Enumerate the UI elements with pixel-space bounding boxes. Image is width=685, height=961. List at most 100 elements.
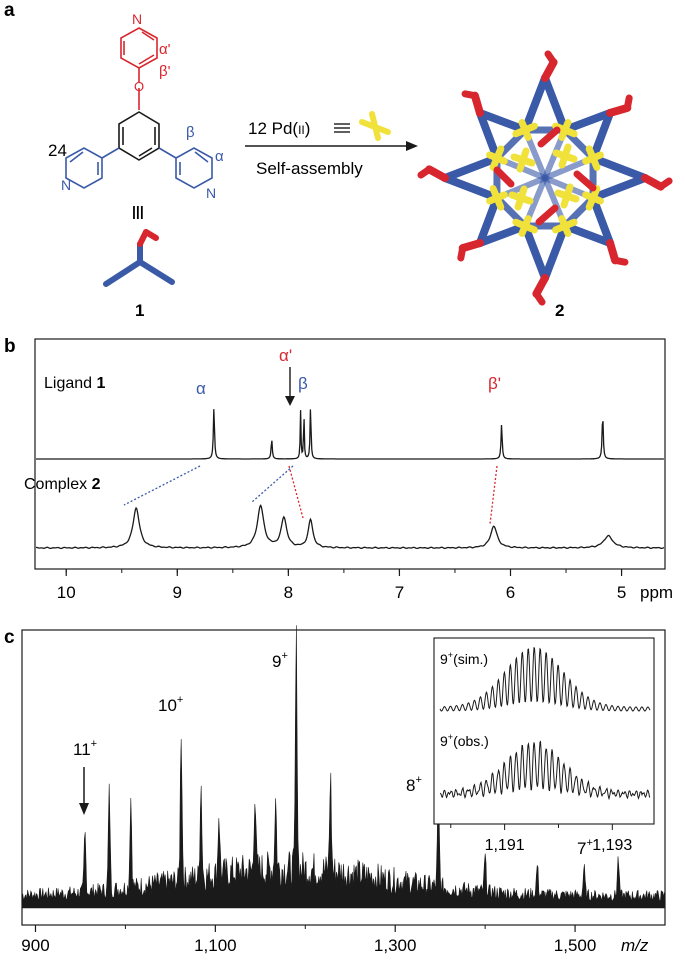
panel-c-label: c [4, 627, 15, 648]
cage-red-arm [493, 166, 515, 188]
ms-peak-label: 10+ [158, 694, 183, 715]
cage-pd-node [560, 183, 574, 209]
alpha-prime-correlation [288, 465, 304, 519]
cage-pd-node [516, 147, 530, 173]
nmr-trace-ligand [36, 409, 664, 460]
cage-pd-node [582, 151, 604, 165]
cage-blue-strut [475, 222, 530, 248]
alpha-prime-peak-label: α' [279, 346, 292, 365]
beta-correlation [251, 465, 294, 503]
inset-obs-label: 9+(obs.) [440, 732, 489, 749]
cage-blue-strut [475, 193, 501, 248]
cage-pd-node [558, 215, 572, 237]
central-benzene [118, 111, 160, 161]
11-plus-arrow-head [79, 803, 89, 815]
cage-blue-strut [560, 222, 615, 248]
process-label: Self-assembly [256, 159, 363, 178]
ms-x-tick-label: 900 [21, 936, 49, 955]
inset-simulated-trace [439, 646, 651, 712]
cage-pd-node [582, 191, 604, 205]
red-N-label: N [132, 11, 142, 27]
ms-peak-label: 7+ [577, 837, 593, 858]
cage-red-arm [417, 165, 433, 179]
alpha-prime-structure-label: α' [159, 41, 171, 58]
ms-spectrum-trace [21, 625, 666, 909]
trace-1-label: Ligand 1 [44, 375, 106, 392]
nmr-plot-frame [34, 338, 666, 570]
ms-x-tick-label: 1,500 [554, 936, 597, 955]
cage-blue-strut [589, 154, 649, 182]
beta-prime-structure-label: β' [159, 63, 171, 80]
cage-red-arm [537, 126, 561, 148]
alpha-correlation [123, 465, 201, 506]
left-N-label: N [61, 177, 71, 193]
ms-plot-frame [21, 629, 666, 926]
product-number: 2 [555, 301, 564, 320]
cage-red-arm [461, 90, 479, 100]
ligand-count: 24 [48, 141, 67, 160]
ms-peak-label: 8+ [406, 774, 422, 795]
trace-2-label: Complex 2 [24, 476, 101, 493]
cage-pd-node [486, 191, 508, 205]
cage-blue-strut [521, 74, 549, 134]
nmr-x-tick-label: 8 [284, 583, 293, 602]
cage-red-arm [611, 256, 629, 266]
ligand-stick-model [103, 229, 175, 287]
blue-pyridine-right [158, 147, 213, 189]
cage-pd-node [518, 215, 532, 237]
ms-peak-labels: 11+ 10+ 9+ 8+ 7+ [73, 650, 593, 858]
O-label: O [134, 79, 144, 94]
cage-blue-strut [560, 108, 615, 134]
cage-red-arm [573, 170, 597, 192]
cage-red-arm [623, 94, 633, 112]
pd-unit-icon [359, 111, 391, 141]
beta-peak-label: β [298, 374, 308, 393]
cage-blue-strut [589, 193, 615, 248]
cage-red-arm [657, 177, 673, 191]
panel-a-label: a [4, 0, 15, 21]
cage-blue-strut [441, 154, 501, 182]
inset-sim-label: 9+(sim.) [440, 650, 488, 667]
isotope-inset: 9+(sim.) 9+(obs.) 1,191 1,193 [433, 637, 655, 854]
nmr-correlation-lines [123, 465, 498, 525]
cage-blue-strut [441, 174, 501, 202]
cage-red-arm [535, 204, 559, 226]
blue-pyridine-left [65, 147, 120, 189]
beta-prime-correlation [489, 465, 498, 525]
cage-model [417, 50, 673, 306]
cage-blue-strut [475, 108, 530, 134]
ms-x-tick-label: 1,100 [194, 936, 237, 955]
cage-pd-node [486, 151, 508, 165]
nmr-x-tick-label: 10 [57, 583, 76, 602]
beta-prime-peak-label: β' [488, 374, 501, 393]
cage-pd-node [518, 119, 532, 141]
nmr-trace-complex [35, 504, 665, 550]
equivalence-mark: ||| [132, 203, 144, 219]
reaction-arrow-head [406, 141, 418, 151]
cage-blue-strut [541, 222, 569, 282]
nmr-x-tick-label: 7 [395, 583, 404, 602]
cage-blue-strut [521, 222, 549, 282]
ms-peak-label: 11+ [73, 738, 97, 759]
inset-x-axis: 1,191 1,193 [450, 824, 632, 854]
nmr-x-tick-label: 5 [617, 583, 626, 602]
alpha-prime-arrow-head [285, 396, 295, 406]
cage-pd-node [558, 119, 572, 141]
equivalence-lines [334, 123, 350, 133]
cage-blue-strut [589, 174, 649, 202]
inset-x-tick-label: 1,193 [592, 837, 632, 854]
inset-observed-trace [439, 740, 651, 801]
nmr-x-unit: ppm [640, 583, 673, 602]
right-N-label: N [206, 185, 216, 201]
ligand-1-structure [65, 27, 213, 189]
beta-structure-label: β [186, 124, 195, 141]
ms-peak-label: 9+ [272, 650, 288, 671]
nmr-x-tick-label: 9 [173, 583, 182, 602]
red-pyridine-ring [120, 27, 158, 110]
alpha-structure-label: α [215, 148, 224, 165]
cage-red-arm [544, 50, 558, 66]
inset-x-tick-label: 1,191 [485, 837, 525, 854]
cage-blue-strut [541, 74, 569, 134]
